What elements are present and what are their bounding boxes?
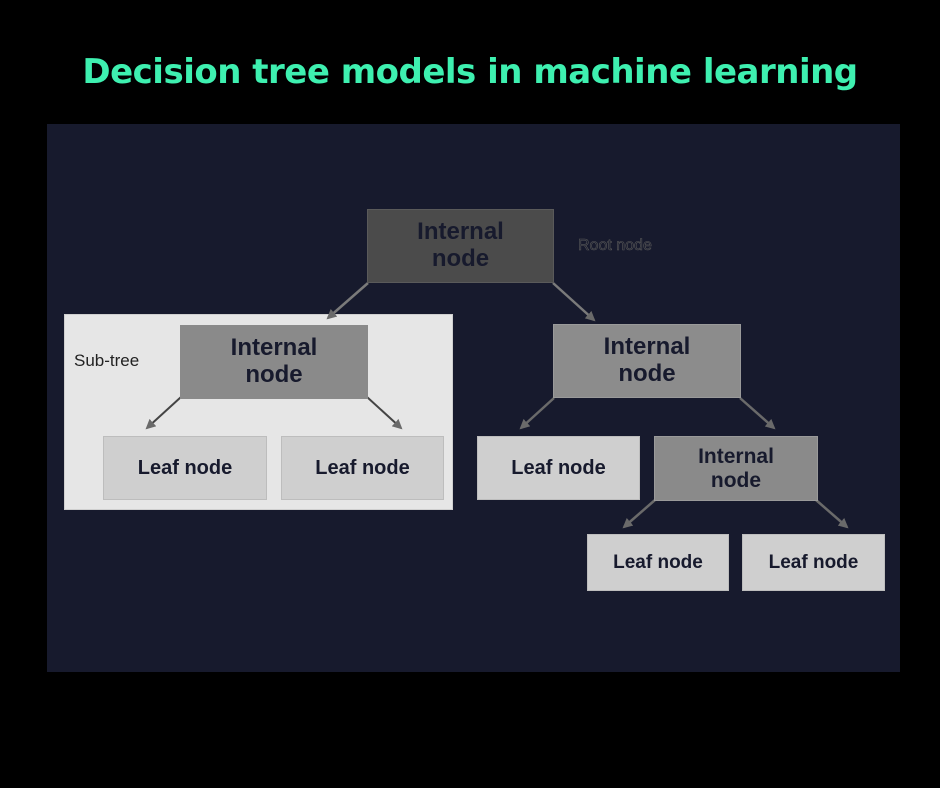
- node-label-line1: Internal: [230, 334, 318, 362]
- node-label-line2: node: [618, 360, 676, 387]
- node-label-line2: node: [710, 468, 762, 492]
- bottom-leaf-right: Leaf node: [742, 534, 885, 591]
- root-node-label: Root node: [578, 237, 652, 255]
- node-label-line1: Internal: [417, 218, 504, 246]
- node-label-line2: node: [245, 361, 303, 388]
- subtree-leaf-left: Leaf node: [103, 436, 267, 500]
- page-title: Decision tree models in machine learning: [82, 52, 858, 92]
- bottom-leaf-left: Leaf node: [587, 534, 729, 591]
- node-label-line1: Internal: [698, 444, 774, 468]
- node-label-line1: Internal: [603, 333, 691, 361]
- subtree-leaf-right: Leaf node: [281, 436, 444, 500]
- node-label-line2: node: [431, 245, 490, 272]
- subtree-label: Sub-tree: [74, 351, 140, 370]
- right-leaf-node: Leaf node: [477, 436, 640, 500]
